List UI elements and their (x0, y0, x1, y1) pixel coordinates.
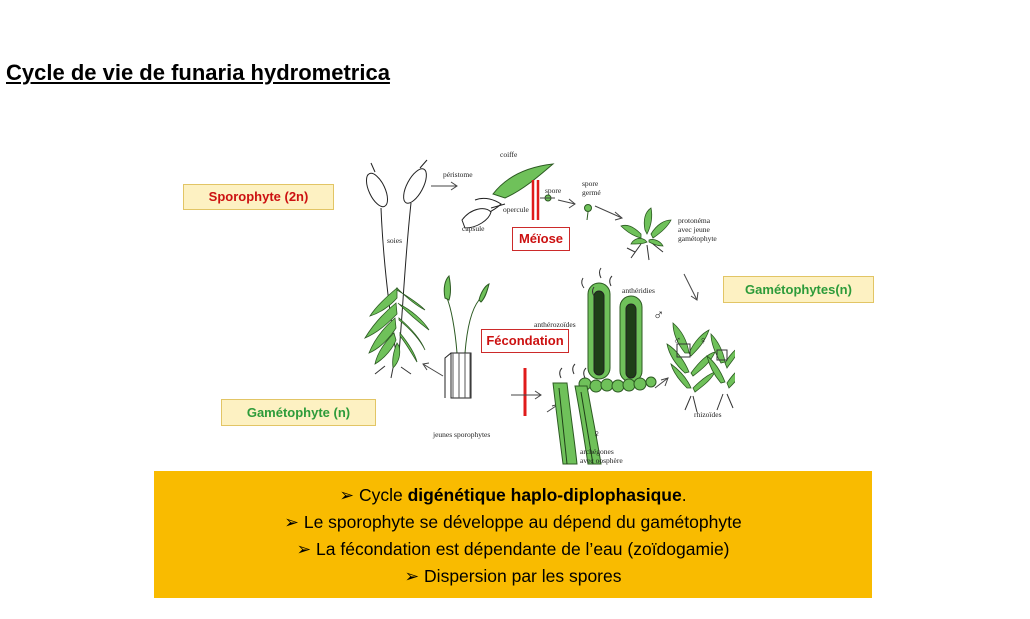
label-meiose: Méïose (512, 227, 570, 251)
annotation-jeunes-sporophytes: jeunes sporophytes (433, 430, 491, 439)
annotation-female-symbol-2: ♀ (592, 427, 601, 441)
bullet-arrow-icon: ➢ (339, 485, 355, 505)
label-sporophyte: Sporophyte (2n) (183, 184, 334, 210)
annotation-spore-germ: spore germé (582, 179, 601, 197)
bullet-arrow-icon: ➢ (284, 512, 299, 532)
annotation-peristome: péristome (443, 170, 473, 179)
annotation-antherozoides: anthérozoïdes (534, 320, 576, 329)
life-cycle-illustration (364, 159, 735, 465)
bullet-arrow-icon: ➢ (404, 566, 420, 586)
annotation-operculum: opercule (503, 205, 529, 214)
page-title: Cycle de vie de funaria hydrometrica (6, 60, 390, 85)
annotation-male-symbol-2: ♂ (673, 335, 682, 347)
label-fecondation: Fécondation (481, 329, 569, 353)
annotation-protonema: protonéma avec jeune gamétophyte (678, 216, 717, 243)
annotation-soies: soies (387, 236, 402, 245)
young-sporophytes-drawing (443, 274, 490, 399)
mature-plant-drawing (364, 159, 430, 379)
antheridia-drawing (578, 267, 657, 393)
annotation-male-symbol: ♂ (653, 308, 665, 324)
protonema-drawing (620, 207, 672, 247)
gametophytes-drawing (666, 322, 735, 393)
annotation-spore: spore (545, 186, 562, 195)
summary-line-1: ➢ Cycle digénétique haplo-diplophasique. (339, 485, 687, 505)
annotation-capsule: capsule (462, 224, 485, 233)
summary-line-4: ➢ Dispersion par les spores (404, 566, 622, 586)
label-gametophytes: Gamétophytes(n) (723, 276, 874, 303)
annotation-coiffe: coiffe (500, 150, 518, 159)
cycle-arrows (422, 181, 699, 413)
capsule-drawing (461, 163, 555, 229)
annotation-female-symbol: ♀ (699, 335, 708, 347)
annotation-antheridies: anthéridies (622, 286, 655, 295)
meiosis-marker (531, 180, 540, 220)
archegonia-drawing (552, 363, 602, 465)
annotation-rhizoides: rhizoïdes (694, 410, 722, 419)
summary-line-3: ➢ La fécondation est dépendante de l’eau… (296, 539, 730, 559)
summary-box: ➢ Cycle digénétique haplo-diplophasique.… (154, 471, 872, 598)
summary-line-2: ➢ Le sporophyte se développe au dépend d… (284, 512, 742, 532)
label-gametophyte: Gamétophyte (n) (221, 399, 376, 426)
germinated-spore-drawing (584, 204, 592, 221)
bullet-arrow-icon: ➢ (296, 539, 312, 559)
annotation-archegones: archégones avec oosphère (580, 447, 623, 465)
